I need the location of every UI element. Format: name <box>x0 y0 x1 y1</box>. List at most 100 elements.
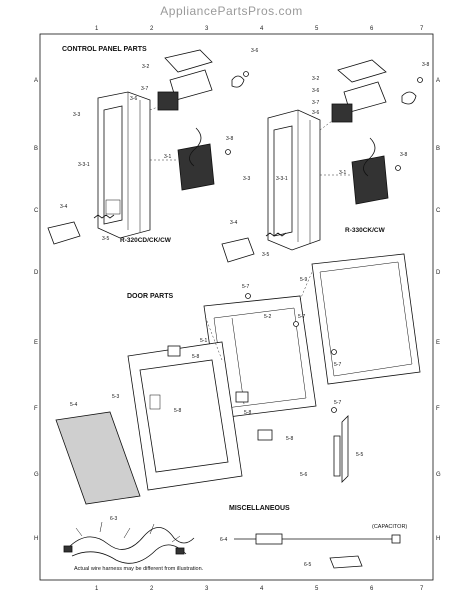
callout-3-6-right-b: 3-6 <box>312 110 319 116</box>
grid-row-f: F <box>34 406 38 412</box>
left-pcb-3-1 <box>177 143 215 191</box>
right-callouts: 3-8 3-2 3-6 3-7 3-6 3-3 3-3-1 3-1 3-8 3-… <box>230 62 429 258</box>
grid-col-3: 3 <box>205 26 209 32</box>
callout-3-3-1-right: 3-3-1 <box>276 176 288 182</box>
callout-5-8-d: 5-8 <box>286 436 293 442</box>
diagram-frame <box>39 33 434 581</box>
wire-harness-6-3 <box>67 527 195 550</box>
grid-row-c-right: C <box>436 208 441 214</box>
door-latch-5-6 <box>333 435 341 477</box>
misc-callouts: 6-3 6-4 6-5 <box>110 516 311 568</box>
door-parts-heading: DOOR PARTS <box>127 293 173 300</box>
misc-assembly <box>63 521 401 569</box>
misc-heading: MISCELLANEOUS <box>229 505 290 512</box>
right-model-label: R-330CK/CW <box>345 227 386 234</box>
right-knob <box>401 91 417 105</box>
grid-row-f-right: F <box>436 406 440 412</box>
grid-row-a-right: A <box>436 78 440 84</box>
callout-3-5-right: 3-5 <box>262 252 269 258</box>
right-spring-3-5 <box>265 232 287 237</box>
right-control-panel-assembly <box>221 59 423 263</box>
callout-5-8-a: 5-8 <box>192 354 199 360</box>
left-part-3-2 <box>164 49 213 73</box>
callout-5-7-b: 5-7 <box>298 314 305 320</box>
grid-col-6-bottom: 6 <box>370 586 374 592</box>
grid-col-labels: 1 2 3 4 5 6 7 1 2 3 4 5 6 7 <box>95 26 424 592</box>
left-callouts: 3-2 3-6 3-7 3-6 3-3 3-8 3-1 3-3-1 3-4 3-… <box>60 48 258 242</box>
left-knob <box>231 75 245 88</box>
grid-col-1: 1 <box>95 26 99 32</box>
callout-6-3: 6-3 <box>110 516 117 522</box>
harness-note: Actual wire harness may be different fro… <box>74 566 204 572</box>
left-screw-3-6 <box>243 71 249 77</box>
grid-col-2-bottom: 2 <box>150 586 154 592</box>
right-panel-window-3-3-1 <box>273 125 293 237</box>
callout-3-8-right-a: 3-8 <box>422 62 429 68</box>
left-control-panel-assembly <box>47 49 249 245</box>
watermark: AppliancePartsPros.com <box>160 4 303 18</box>
grid-row-c: C <box>34 208 39 214</box>
left-spring-3-5 <box>93 214 115 219</box>
callout-5-6: 5-6 <box>300 472 307 478</box>
callout-5-1: 5-1 <box>200 338 207 344</box>
grid-row-h-right: H <box>436 536 440 542</box>
grid-row-g: G <box>34 472 39 478</box>
callout-3-3-right: 3-3 <box>243 176 250 182</box>
callout-3-6-left-a: 3-6 <box>251 48 258 54</box>
callout-3-8-right-b: 3-8 <box>400 152 407 158</box>
callout-5-7-d: 5-7 <box>334 400 341 406</box>
callout-5-7-c: 5-7 <box>334 362 341 368</box>
left-part-3-7 <box>157 91 179 111</box>
callout-3-4-right: 3-4 <box>230 220 237 226</box>
capacitor-6-4 <box>255 533 283 545</box>
right-cable <box>363 137 376 177</box>
door-assembly <box>55 253 421 505</box>
grid-row-d: D <box>34 270 39 276</box>
callout-3-7-right: 3-7 <box>312 100 319 106</box>
callout-3-1-right: 3-1 <box>339 170 346 176</box>
grid-row-e: E <box>34 340 38 346</box>
grid-col-5-bottom: 5 <box>315 586 319 592</box>
callout-3-6-right-a: 3-6 <box>312 88 319 94</box>
grid-row-b-right: B <box>436 146 440 152</box>
door-part-5-8-a <box>167 345 181 357</box>
grid-row-a: A <box>34 78 38 84</box>
left-panel-window-3-3-1 <box>103 105 123 225</box>
grid-row-labels-right: A B C D E F G H <box>436 78 441 542</box>
door-cover-5-4 <box>55 411 141 505</box>
callout-6-4: 6-4 <box>220 537 227 543</box>
grid-row-g-right: G <box>436 472 441 478</box>
callout-3-3-1-left: 3-3-1 <box>78 162 90 168</box>
grid-row-b: B <box>34 146 38 152</box>
grid-col-4: 4 <box>260 26 264 32</box>
callout-5-2: 5-2 <box>264 314 271 320</box>
part-6-5 <box>329 555 363 569</box>
callout-5-9: 5-9 <box>300 277 307 283</box>
grid-col-6: 6 <box>370 26 374 32</box>
left-button-3-4 <box>47 221 81 245</box>
grid-col-1-bottom: 1 <box>95 586 99 592</box>
callout-3-3-left: 3-3 <box>73 112 80 118</box>
callout-6-5: 6-5 <box>304 562 311 568</box>
right-part-3-2 <box>337 59 387 83</box>
grid-col-5: 5 <box>315 26 319 32</box>
callout-3-2-right: 3-2 <box>312 76 319 82</box>
callout-3-6-left-b: 3-6 <box>130 96 137 102</box>
door-callouts: 5-7 5-9 5-2 5-7 5-1 5-8 5-3 5-7 5-4 5-8 … <box>70 277 363 478</box>
left-model-label: R-320CD/CK/CW <box>120 237 172 244</box>
grid-col-7: 7 <box>420 26 424 32</box>
callout-3-7-left: 3-7 <box>141 86 148 92</box>
door-latch-5-5 <box>341 415 349 483</box>
grid-col-2: 2 <box>150 26 154 32</box>
callout-5-4: 5-4 <box>70 402 77 408</box>
right-pcb-3-1 <box>351 155 389 205</box>
callout-5-5: 5-5 <box>356 452 363 458</box>
right-button-3-4 <box>221 237 255 263</box>
grid-row-labels-left: A B C D E F G H <box>34 78 39 542</box>
grid-col-3-bottom: 3 <box>205 586 209 592</box>
callout-3-5-left: 3-5 <box>102 236 109 242</box>
grid-col-7-bottom: 7 <box>420 586 424 592</box>
door-window <box>139 359 229 473</box>
callout-3-2-left: 3-2 <box>142 64 149 70</box>
